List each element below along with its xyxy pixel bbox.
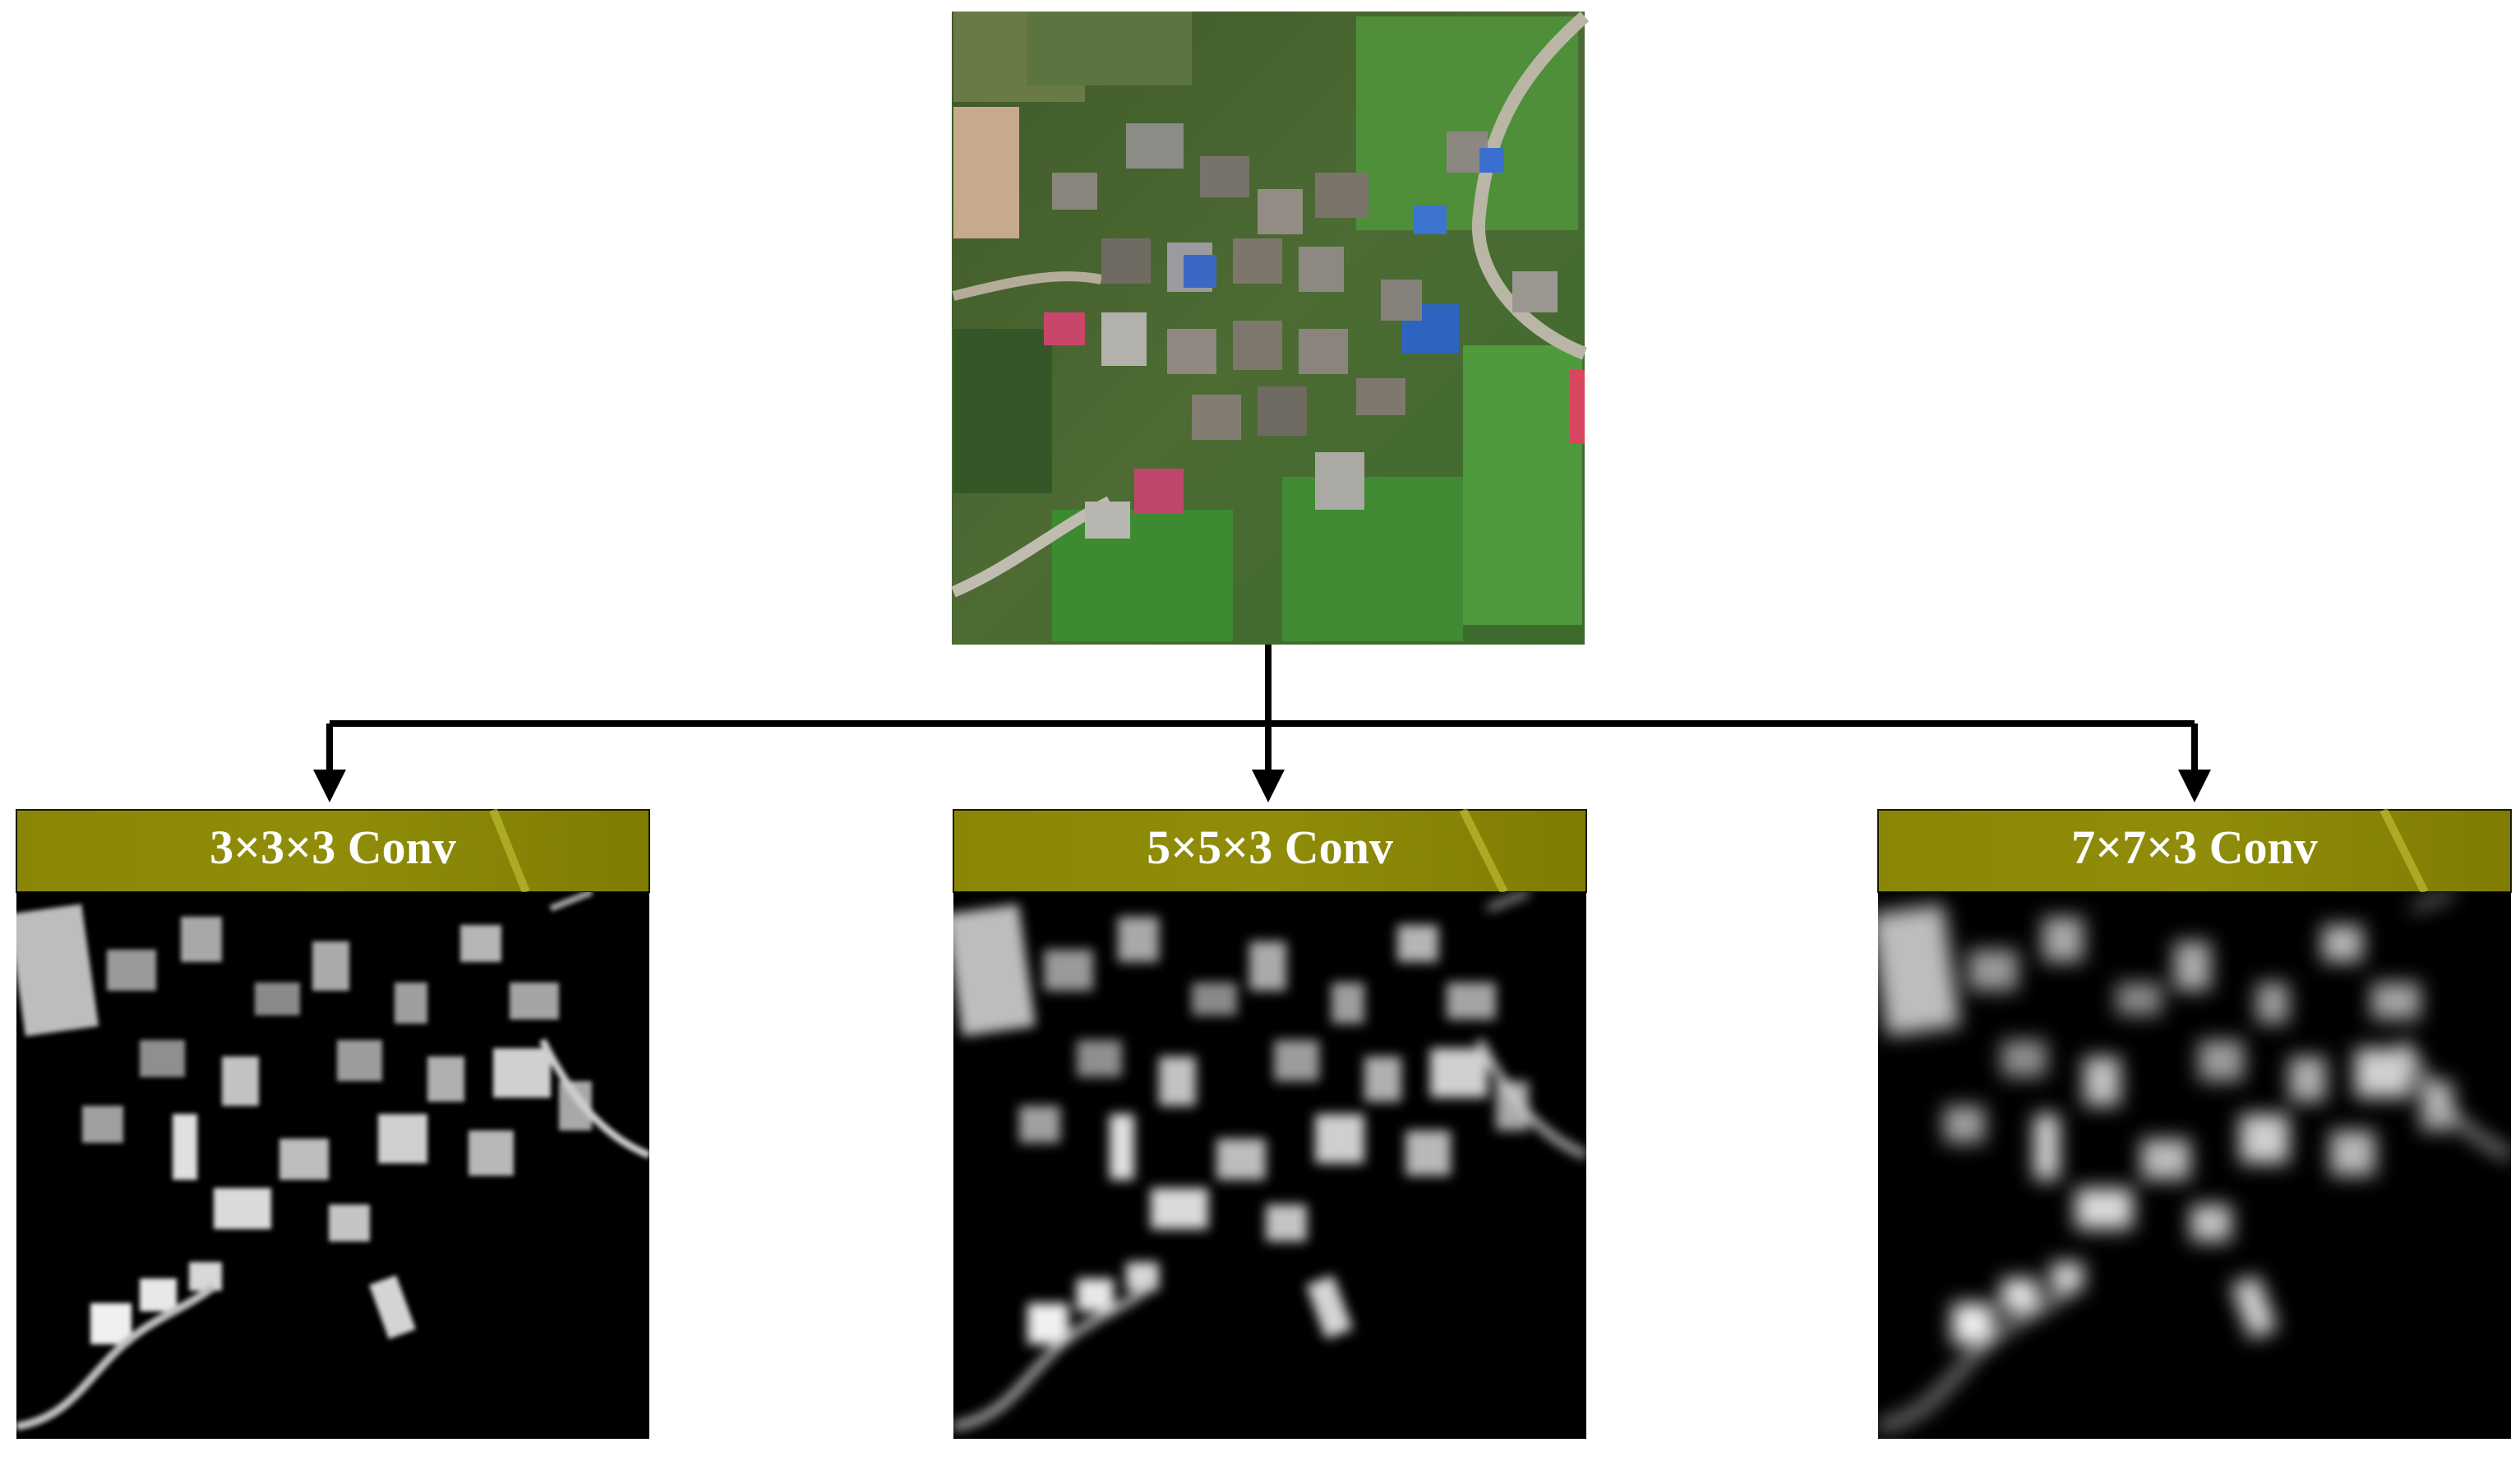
feature-map-5x5-icon bbox=[953, 892, 1586, 1439]
branch-title: 7×7×3 Conv bbox=[2071, 821, 2318, 874]
feature-map-3x3-icon bbox=[16, 892, 649, 1439]
input-aerial-image bbox=[951, 12, 1590, 645]
branch-title: 3×3×3 Conv bbox=[210, 821, 456, 874]
branch-connectors bbox=[313, 645, 2211, 802]
village-buildings bbox=[1044, 123, 1585, 539]
header-bar bbox=[16, 809, 650, 893]
branch-title: 5×5×3 Conv bbox=[1147, 821, 1393, 874]
branch-7x7: 7×7×3 Conv bbox=[1877, 807, 2512, 1439]
branch-5x5: 5×5×3 Conv bbox=[953, 807, 1587, 1439]
branch-3x3: 3×3×3 Conv bbox=[16, 808, 650, 1439]
feature-map-7x7-icon bbox=[1878, 892, 2511, 1439]
